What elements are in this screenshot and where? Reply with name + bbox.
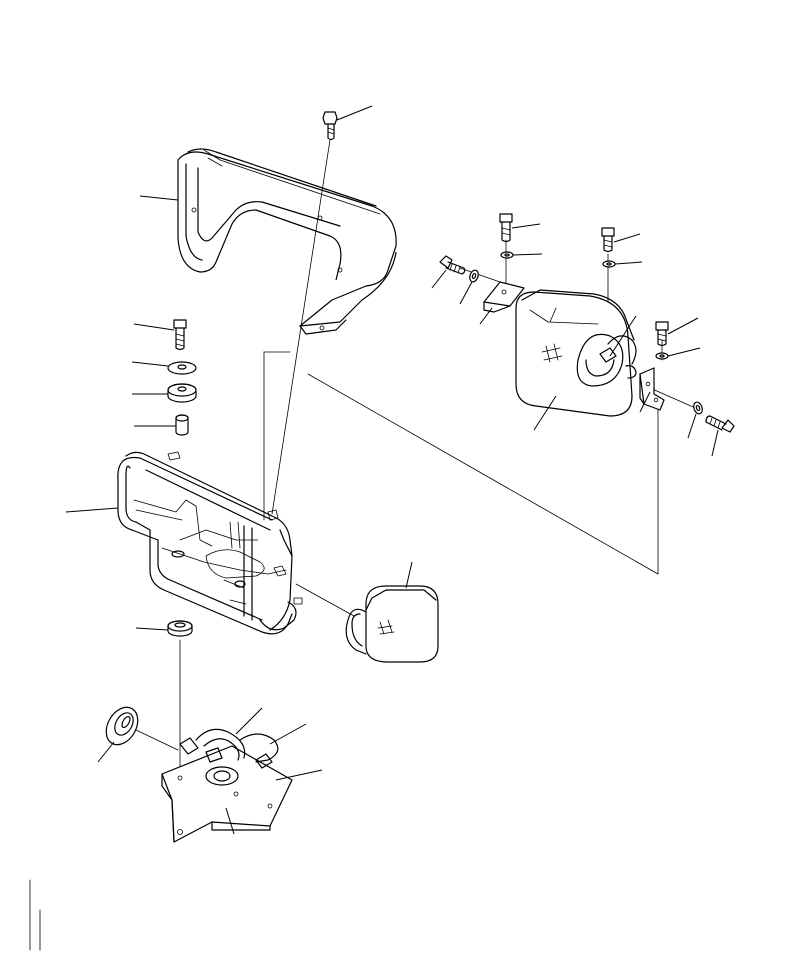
corner-marks — [29, 879, 41, 951]
frame-bolt — [133, 319, 187, 351]
lamp-bracket-right — [639, 367, 665, 413]
guard-frame — [65, 451, 303, 635]
spacer-collar — [134, 414, 189, 436]
small-lamp-housing — [345, 561, 439, 663]
top-bolt — [322, 105, 373, 141]
lamp-washers — [459, 251, 703, 439]
upper-guard-cover — [139, 148, 397, 335]
bottom-bushing — [135, 620, 193, 637]
cable-grommet — [97, 706, 179, 763]
thick-washer — [132, 383, 197, 403]
mounting-bracket — [161, 745, 323, 843]
harness-clamp — [179, 707, 307, 769]
large-lamp-housing — [515, 289, 637, 431]
lamp-bracket-left — [479, 281, 525, 325]
lamp-bolts — [431, 213, 735, 457]
assembly-lines — [179, 139, 701, 781]
flat-washer — [131, 361, 197, 375]
